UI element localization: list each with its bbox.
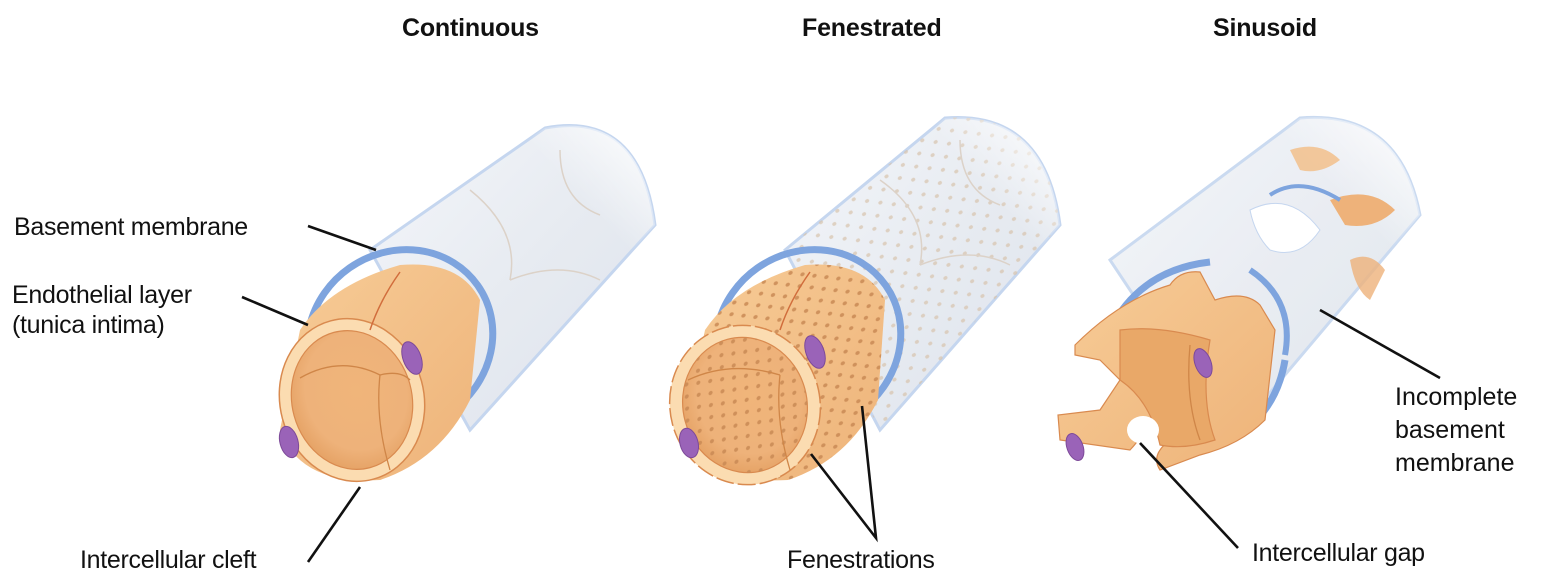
label-fenestrations: Fenestrations bbox=[787, 546, 935, 574]
leader-intercellular-gap bbox=[1139, 442, 1239, 549]
continuous-capillary bbox=[278, 124, 657, 483]
leader-intercellular-cleft bbox=[306, 486, 362, 563]
leader-fenestrations bbox=[809, 405, 878, 543]
label-incomplete-line3: membrane bbox=[1395, 449, 1515, 477]
sinusoid-capillary bbox=[1057, 115, 1422, 471]
title-fenestrated: Fenestrated bbox=[802, 14, 942, 42]
label-incomplete-line1: Incomplete bbox=[1395, 383, 1518, 411]
label-intercellular-cleft: Intercellular cleft bbox=[80, 546, 257, 574]
label-incomplete-basement-membrane: Incomplete basement membrane bbox=[1395, 381, 1517, 480]
leader-endothelial-layer bbox=[241, 295, 309, 327]
title-sinusoid: Sinusoid bbox=[1213, 14, 1317, 42]
label-endothelial-layer-line2: (tunica intima) bbox=[12, 311, 165, 339]
leader-lines bbox=[241, 224, 1441, 563]
label-incomplete-line2: basement bbox=[1395, 416, 1505, 444]
label-intercellular-gap: Intercellular gap bbox=[1252, 539, 1425, 567]
label-endothelial-layer: Endothelial layer (tunica intima) bbox=[12, 280, 192, 340]
label-basement-membrane: Basement membrane bbox=[14, 213, 248, 241]
leader-incomplete-basement-membrane bbox=[1319, 308, 1441, 380]
leader-basement-membrane bbox=[307, 224, 377, 252]
fenestrated-capillary bbox=[668, 115, 1062, 486]
label-endothelial-layer-line1: Endothelial layer bbox=[12, 281, 192, 309]
title-continuous: Continuous bbox=[402, 14, 539, 42]
